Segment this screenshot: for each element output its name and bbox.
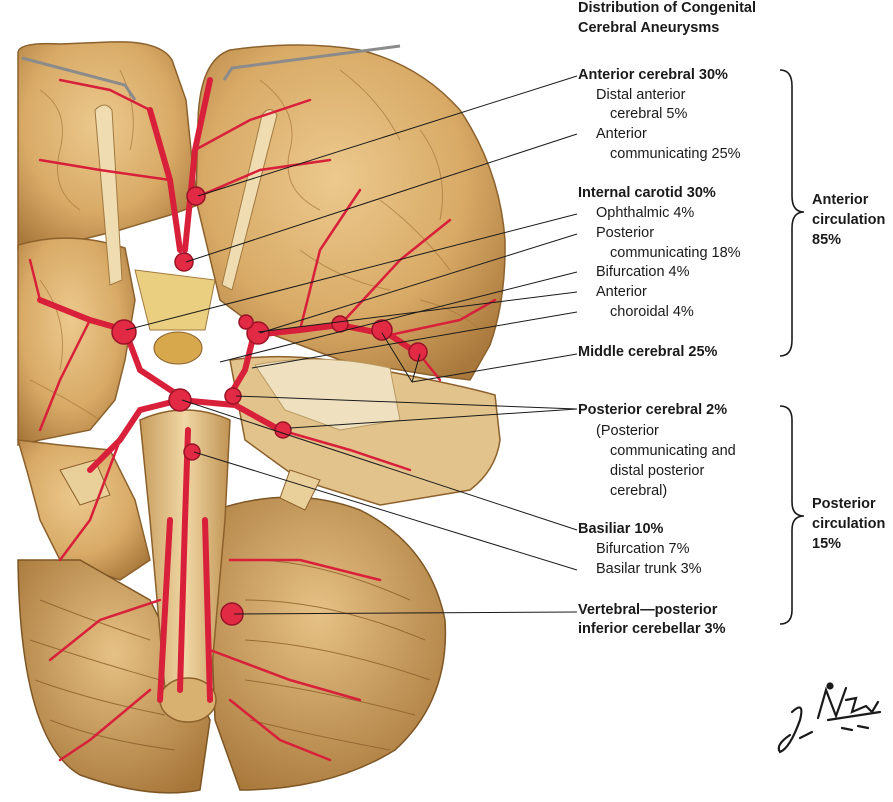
label-pc-note-line4: cerebral) <box>610 483 668 499</box>
label-anterior-choroidal-line1: Anterior <box>596 284 647 300</box>
circulation-braces <box>779 69 805 625</box>
group-posterior-line1: Posterior <box>812 496 876 512</box>
figure-title: Distribution of Congenital Cerebral Aneu… <box>578 0 756 38</box>
aneurysm-posterior-communicating <box>246 321 270 345</box>
aneurysm-anterior-choroidal <box>331 315 349 333</box>
label-vertebral-line1: Vertebral—posterior <box>578 602 718 618</box>
group-anterior-line3: 85% <box>812 232 842 248</box>
group-posterior-line2: circulation <box>812 516 886 532</box>
olfactory-tracts <box>94 104 278 365</box>
label-ophthalmic: Ophthalmic 4% <box>596 205 695 221</box>
anterior-circulation-brace <box>779 69 805 357</box>
posterior-circulation-brace <box>779 405 805 625</box>
group-anterior-line2: circulation <box>812 212 886 228</box>
label-basilar: Basiliar 10% <box>578 521 664 537</box>
aneurysm-basilar-bifurcation <box>168 388 192 412</box>
aneurysm-anterior-communicating <box>174 252 194 272</box>
aneurysm-middle-cerebral-2 <box>408 342 428 362</box>
label-pc-note-line3: distal posterior <box>610 463 705 479</box>
arterial-network <box>28 77 497 762</box>
label-posterior-communicating-line1: Posterior <box>596 225 655 241</box>
artist-signature <box>777 682 882 754</box>
label-basilar-bifurcation: Bifurcation 7% <box>596 541 690 557</box>
label-basilar-trunk: Basilar trunk 3% <box>596 561 702 577</box>
aneurysm-ophthalmic <box>111 319 137 345</box>
label-posterior-cerebral: Posterior cerebral 2% <box>578 402 728 418</box>
label-vertebral-line2: inferior cerebellar 3% <box>578 621 726 637</box>
aneurysm-sacs <box>111 186 428 626</box>
label-internal-carotid: Internal carotid 30% <box>578 185 716 201</box>
aneurysm-ica-bifurcation <box>238 314 254 330</box>
label-posterior-communicating-line2: communicating 18% <box>610 245 741 261</box>
aneurysm-distal-posterior-cerebral <box>274 421 292 439</box>
title-line-1: Distribution of Congenital <box>578 0 757 16</box>
aneurysm-distal-anterior-cerebral <box>186 186 206 206</box>
aneurysm-middle-cerebral-1 <box>371 319 393 341</box>
label-anterior-communicating-line2: communicating 25% <box>610 146 741 162</box>
surgical-retractors <box>21 44 401 101</box>
label-middle-cerebral: Middle cerebral 25% <box>578 344 718 360</box>
group-anterior-line1: Anterior <box>812 192 869 208</box>
label-distal-anterior-line2: cerebral 5% <box>610 106 688 122</box>
label-anterior-communicating-line1: Anterior <box>596 126 647 142</box>
leader-lines <box>125 75 578 615</box>
label-pc-note-line2: communicating and <box>610 443 736 459</box>
aneurysm-basilar-trunk <box>183 443 201 461</box>
label-pc-note-line1: (Posterior <box>596 423 659 439</box>
label-ica-bifurcation: Bifurcation 4% <box>596 264 690 280</box>
gyri-texture <box>29 69 481 421</box>
title-line-2: Cerebral Aneurysms <box>578 20 720 36</box>
cerebellum <box>17 496 447 794</box>
group-posterior-line3: 15% <box>812 536 842 552</box>
label-distal-anterior-line1: Distal anterior <box>596 87 686 103</box>
label-anterior-choroidal-line2: choroidal 4% <box>610 304 694 320</box>
label-anterior-cerebral: Anterior cerebral 30% <box>578 67 728 83</box>
